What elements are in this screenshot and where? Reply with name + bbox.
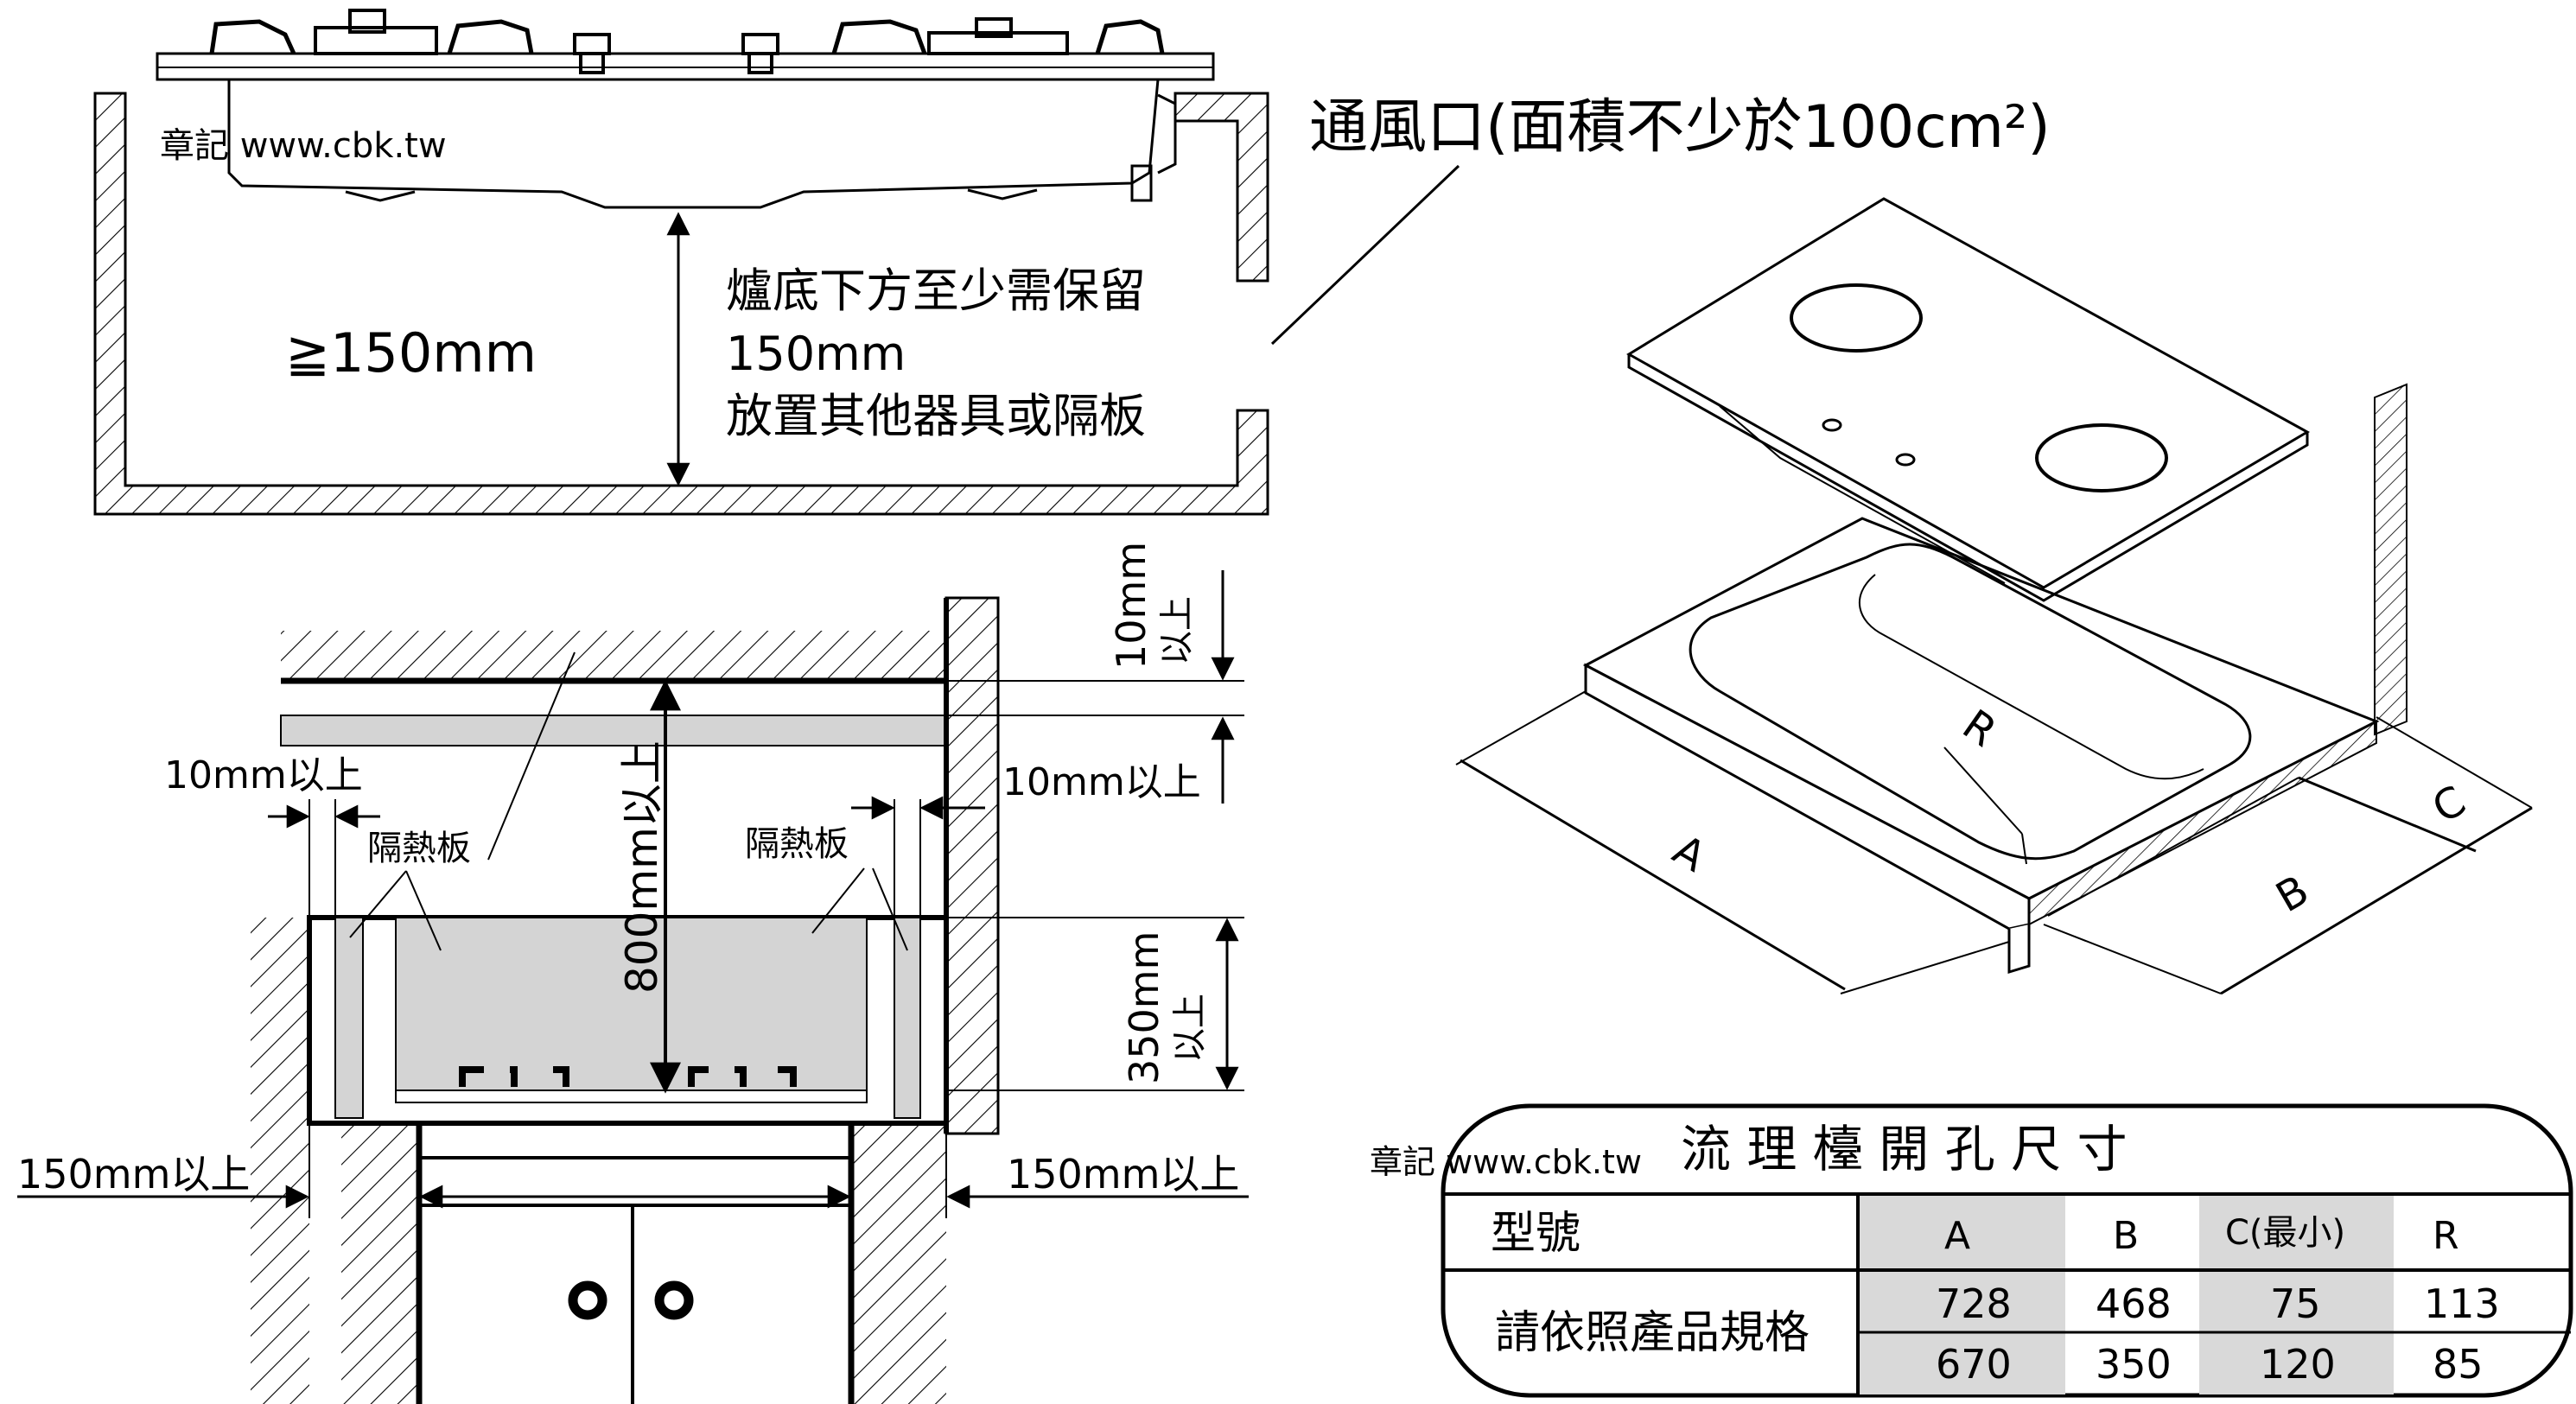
table-cell: 85 (2433, 1341, 2484, 1388)
table-cell: 670 (1936, 1341, 2012, 1388)
height-800-label: 800mm以上 (617, 740, 667, 994)
ceiling (280, 631, 949, 746)
door-knob-right-icon (654, 1280, 694, 1320)
clearance-note-line3: 放置其他器具或隔板 (726, 389, 1146, 443)
table-cell: 113 (2424, 1280, 2500, 1327)
top-watermark: 章記 www.cbk.tw (160, 126, 447, 166)
table-cell: 468 (2096, 1280, 2172, 1327)
door-knob-left-icon (568, 1280, 607, 1320)
counter-cutout (1689, 543, 2252, 861)
front-section: 800mm以上 10mm 以上 10mm以上 10mm以上 隔熱板 隔熱板 35… (17, 542, 1249, 1404)
height-350-value: 350mm (1121, 931, 1167, 1084)
vent-leader-line (1270, 164, 1460, 346)
row-label: 請依照產品規格 (1495, 1307, 1810, 1359)
header-b: B (2113, 1214, 2139, 1258)
height-350-suffix: 以上 (1170, 994, 1210, 1063)
cabinet-wall-right (1174, 92, 1269, 283)
insulation-panel-right (894, 917, 921, 1119)
side-right-label: 150mm以上 (1007, 1151, 1239, 1198)
header-model: 型號 (1491, 1208, 1581, 1260)
header-c: C(最小) (2225, 1213, 2345, 1253)
side-left-label: 150mm以上 (17, 1151, 250, 1198)
table-cell: 120 (2260, 1341, 2336, 1388)
burner-hole-left-icon (1790, 283, 1923, 353)
stove-side-view (156, 9, 1215, 209)
clearance-note-line1: 爐底下方至少需保留 (726, 264, 1146, 318)
lower-cabinet (416, 1123, 855, 1404)
table-cell: 728 (1936, 1280, 2012, 1327)
isometric-section: A B C R (1455, 197, 2533, 995)
vent-label: 通風口(面積不少於100cm²) (1309, 93, 2051, 162)
table-title: 流 理 檯 開 孔 尺 寸 (1681, 1120, 2128, 1178)
insulation-right-label: 隔熱板 (745, 824, 849, 864)
header-r: R (2433, 1214, 2459, 1258)
insulation-left-label: 隔熱板 (367, 829, 471, 868)
clearance-symbol: ≧150mm (285, 321, 537, 384)
stove-body-front (395, 917, 868, 1091)
left-gap-label: 10mm以上 (164, 753, 363, 797)
dim-a-label: A (1665, 826, 1714, 882)
dim-c-label: C (2425, 777, 2474, 833)
top-gap-value: 10mm (1108, 542, 1154, 670)
table-watermark: 章記 www.cbk.tw (1370, 1143, 1642, 1181)
dim-b-label: B (2268, 866, 2318, 922)
top-gap-suffix: 以上 (1157, 596, 1197, 665)
insulation-panel-left (334, 917, 364, 1119)
table-cell: 350 (2096, 1341, 2172, 1388)
header-a: A (1944, 1214, 1970, 1258)
cabinet-wall-left (93, 92, 1269, 516)
burner-hole-right-icon (2035, 423, 2168, 492)
right-wall (945, 596, 1000, 1135)
top-cabinet-section: 章記 www.cbk.tw ≧150mm 爐底下方至少需保留 150mm 放置其… (93, 9, 2051, 516)
right-gap-label: 10mm以上 (1002, 760, 1201, 804)
table-cell: 75 (2270, 1280, 2321, 1327)
cutout-size-table: 章記 www.cbk.tw 流 理 檯 開 孔 尺 寸 型號 A B C(最小)… (1370, 1103, 2573, 1398)
clearance-note-line2: 150mm (726, 327, 906, 381)
hob-plate (1626, 197, 2311, 589)
